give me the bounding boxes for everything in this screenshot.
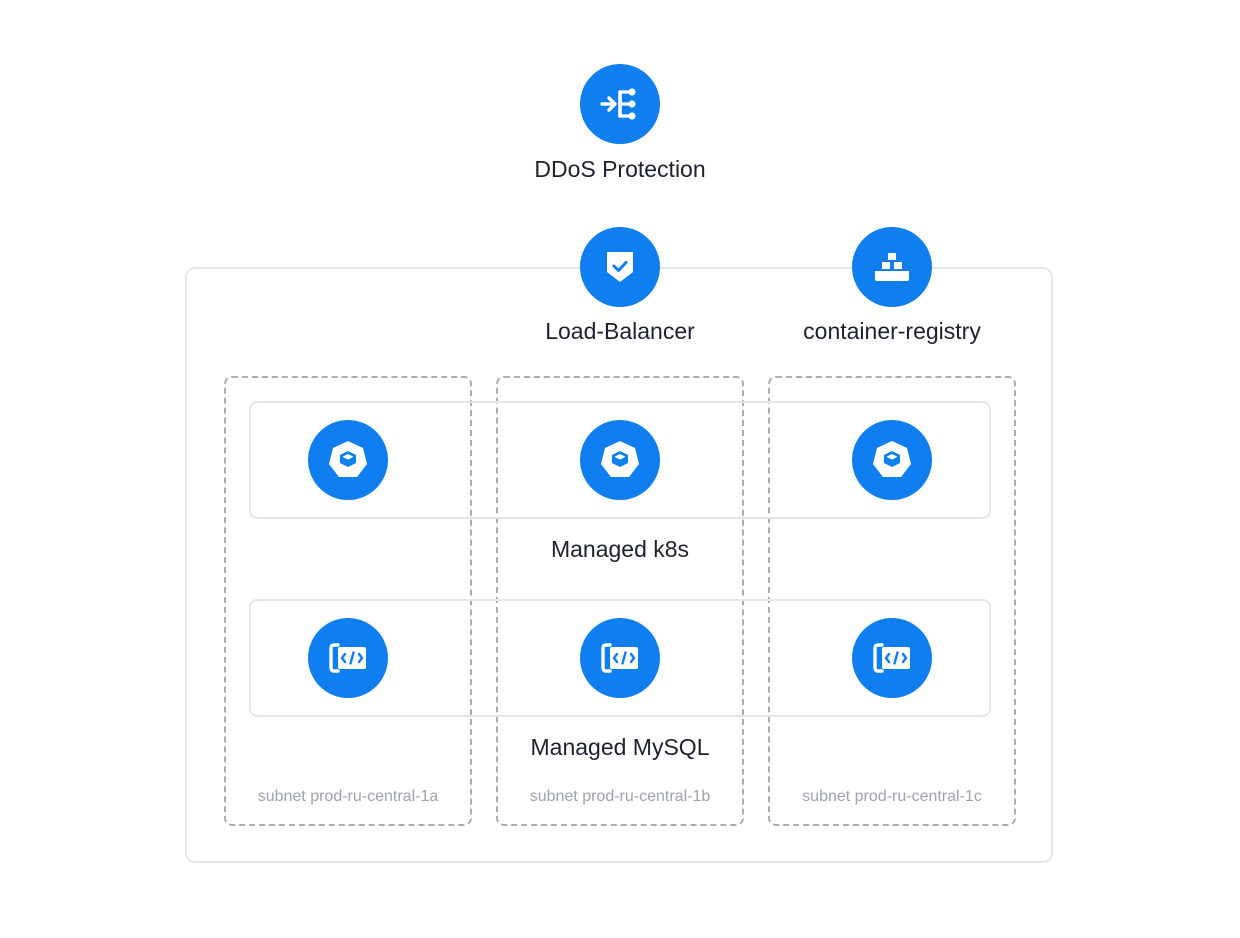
load-balancer-label: Load-Balancer: [545, 318, 695, 344]
mysql-node-1a: [308, 618, 388, 698]
mysql-node-1b: [580, 618, 660, 698]
mysql-node-1c: [852, 618, 932, 698]
subnet-label-1b: subnet prod-ru-central-1b: [529, 788, 711, 805]
container-registry-node: [852, 227, 932, 307]
load-balancer-node: [580, 227, 660, 307]
ddos-protection-label: DDoS Protection: [534, 156, 706, 182]
database-code-icon: [329, 643, 366, 673]
kubernetes-hexagon-icon: [601, 441, 639, 477]
k8s-node-1b: [580, 420, 660, 500]
k8s-node-1c: [852, 420, 932, 500]
container-registry-label: container-registry: [803, 318, 981, 344]
kubernetes-hexagon-icon: [329, 441, 367, 477]
mysql-cluster-row: [249, 599, 991, 717]
subnet-zone-1a: [224, 376, 472, 826]
subnet-zone-1c: [768, 376, 1016, 826]
ddos-protection-node: [580, 64, 660, 144]
database-code-icon: [873, 643, 910, 673]
managed-mysql-label: Managed MySQL: [530, 734, 710, 760]
database-code-icon: [601, 643, 638, 673]
managed-k8s-label: Managed k8s: [550, 536, 690, 562]
subnet-zone-1b: [496, 376, 744, 826]
k8s-node-1a: [308, 420, 388, 500]
container-stack-icon: [875, 253, 909, 281]
kubernetes-hexagon-icon: [873, 441, 911, 477]
k8s-cluster-row: [249, 401, 991, 519]
subnet-label-1a: subnet prod-ru-central-1a: [257, 788, 439, 805]
subnet-label-1c: subnet prod-ru-central-1c: [802, 788, 982, 805]
shield-check-icon: [607, 252, 633, 282]
ddos-arrow-branch-icon: [600, 88, 636, 120]
cloud-network-box: [185, 267, 1053, 863]
